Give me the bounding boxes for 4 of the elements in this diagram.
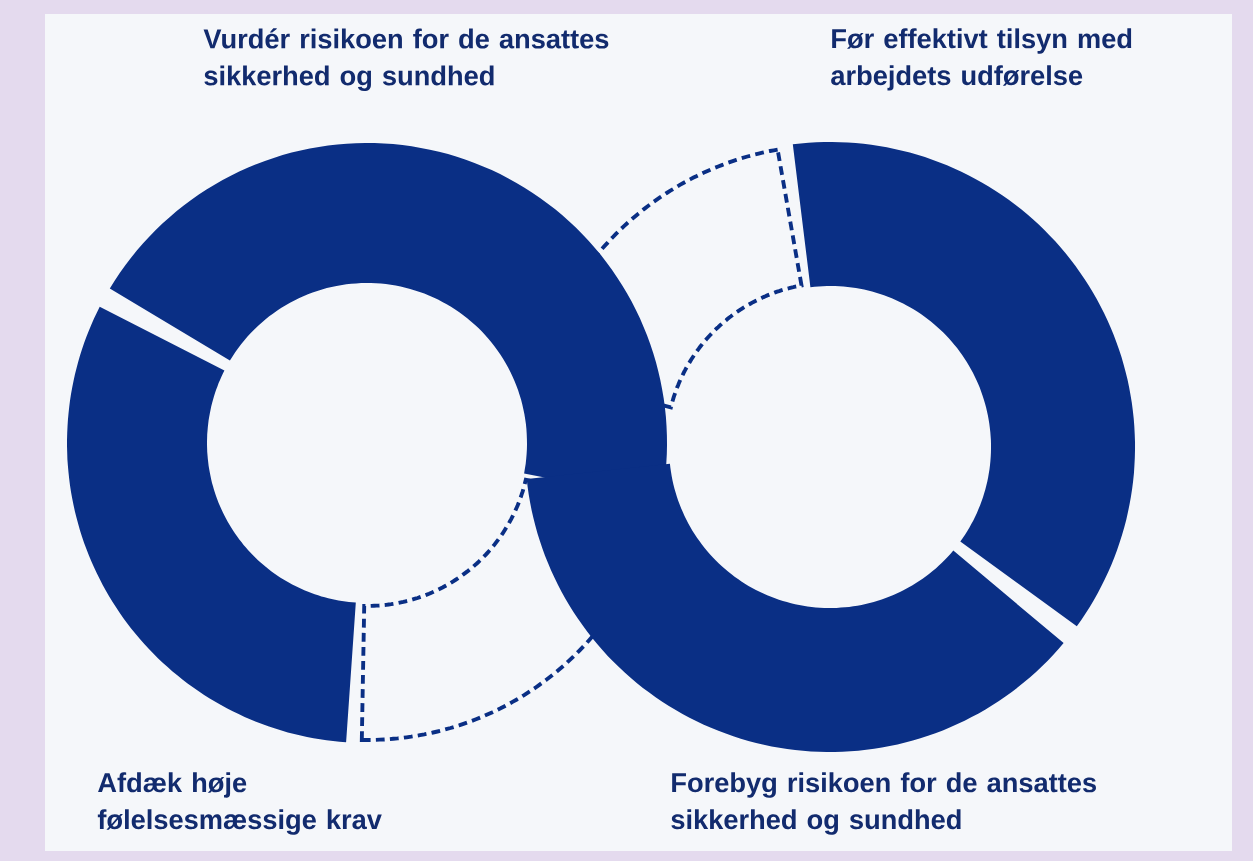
label: Før effektivt tilsyn med arbejdets udførelse bbox=[831, 28, 1132, 91]
label: Forebyg risikoen for de ansattes sikkerhed og sundhed bbox=[671, 772, 1096, 835]
label: Afdæk høje følelsesmæssige krav bbox=[97, 772, 382, 835]
label: Vurdér risikoen for de ansattes sikkerhed og sundhed bbox=[203, 28, 609, 91]
